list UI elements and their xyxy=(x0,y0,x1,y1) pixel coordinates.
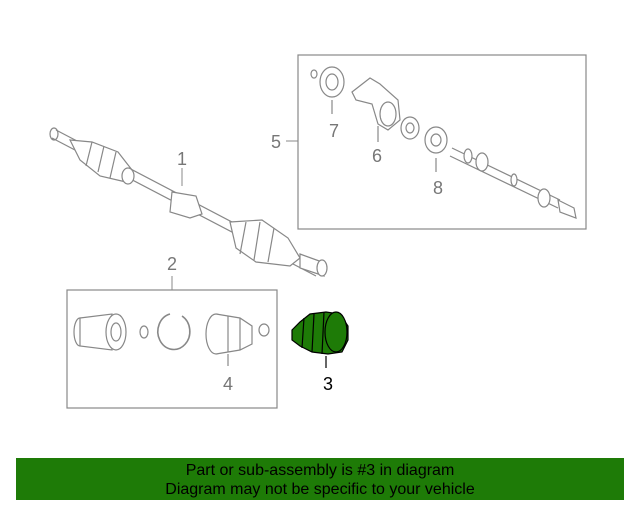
callout-7: 7 xyxy=(329,121,339,141)
bearing-seal-part-7[interactable] xyxy=(310,66,345,114)
outer-joint-housing[interactable] xyxy=(73,313,127,351)
drive-axle-assembly[interactable] xyxy=(49,127,328,277)
banner-line-1: Part or sub-assembly is #3 in diagram xyxy=(185,462,455,479)
callout-5: 5 xyxy=(271,132,281,152)
callout-1: 1 xyxy=(177,149,187,169)
boot-clamp-small xyxy=(258,323,270,337)
callout-2: 2 xyxy=(167,254,177,274)
cv-joint-kit-box xyxy=(66,276,278,409)
callout-3: 3 xyxy=(323,374,333,394)
info-banner: Part or sub-assembly is #3 in diagram Di… xyxy=(16,458,624,500)
washer-ring xyxy=(400,116,420,140)
circlip xyxy=(157,313,191,351)
boot-part-4[interactable] xyxy=(205,313,253,366)
highlighted-boot-part-3[interactable] xyxy=(291,311,349,368)
bracket-part-6[interactable] xyxy=(351,77,401,142)
intermediate-shaft[interactable] xyxy=(449,147,577,219)
snap-ring xyxy=(139,325,149,339)
bearing-part-8[interactable] xyxy=(424,126,448,172)
callout-8: 8 xyxy=(433,178,443,198)
intermediate-shaft-box xyxy=(286,54,587,230)
callout-6: 6 xyxy=(372,146,382,166)
callout-4: 4 xyxy=(223,374,233,394)
banner-line-2: Diagram may not be specific to your vehi… xyxy=(165,481,475,498)
